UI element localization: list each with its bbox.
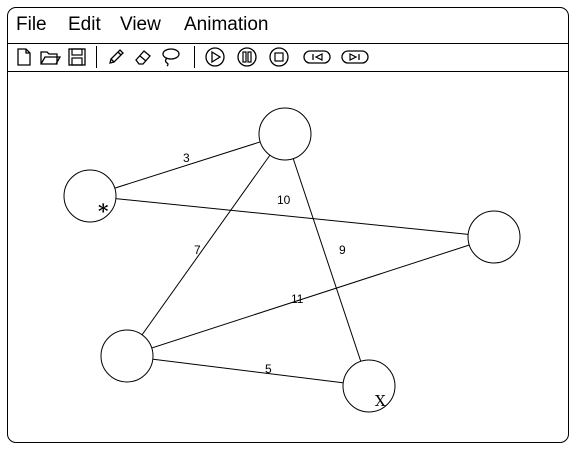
toolbar-separator	[96, 46, 97, 68]
toolbar	[8, 43, 568, 72]
graph-node[interactable]	[258, 107, 312, 161]
start-node-marker: *	[98, 199, 109, 223]
menu-edit[interactable]: Edit	[68, 14, 101, 35]
end-node-marker: X	[375, 392, 386, 410]
edge-weight-label: 3	[183, 151, 190, 165]
graph-edge[interactable]	[126, 133, 286, 357]
edge-weight-label: 11	[291, 292, 304, 306]
pause-icon[interactable]	[236, 46, 258, 68]
eraser-icon[interactable]	[132, 46, 154, 68]
play-icon[interactable]	[204, 46, 226, 68]
graph-edge[interactable]	[126, 236, 495, 357]
graph-edge[interactable]	[126, 355, 370, 387]
menu-animation[interactable]: Animation	[184, 14, 269, 35]
open-folder-icon[interactable]	[39, 46, 61, 68]
new-file-icon[interactable]	[13, 46, 35, 68]
edge-weight-label: 10	[277, 193, 291, 207]
edge-weight-label: 9	[339, 243, 346, 257]
edge-weight-label: 5	[265, 362, 272, 376]
graph-drawing[interactable]: * X 3 10 7 9 11 5	[8, 72, 568, 442]
pencil-icon[interactable]	[105, 46, 127, 68]
menu-view[interactable]: View	[120, 14, 161, 35]
graph-canvas[interactable]: * X 3 10 7 9 11 5	[8, 72, 568, 442]
menu-file[interactable]: File	[16, 14, 47, 35]
edge-weight-label: 7	[194, 243, 201, 257]
graph-edge[interactable]	[89, 195, 495, 238]
graph-edge[interactable]	[89, 133, 286, 197]
stop-icon[interactable]	[268, 46, 290, 68]
graph-node[interactable]	[467, 210, 521, 264]
toolbar-separator	[194, 46, 195, 68]
graph-node[interactable]	[100, 329, 154, 383]
step-forward-icon[interactable]	[340, 46, 370, 68]
menu-bar: File Edit View Animation	[8, 8, 568, 44]
graph-edge[interactable]	[284, 133, 370, 387]
save-disk-icon[interactable]	[66, 46, 88, 68]
app-window: File Edit View Animation	[7, 7, 569, 443]
lasso-icon[interactable]	[159, 46, 181, 68]
graph-node[interactable]	[63, 169, 117, 223]
step-back-icon[interactable]	[302, 46, 332, 68]
graph-node[interactable]	[342, 359, 396, 413]
